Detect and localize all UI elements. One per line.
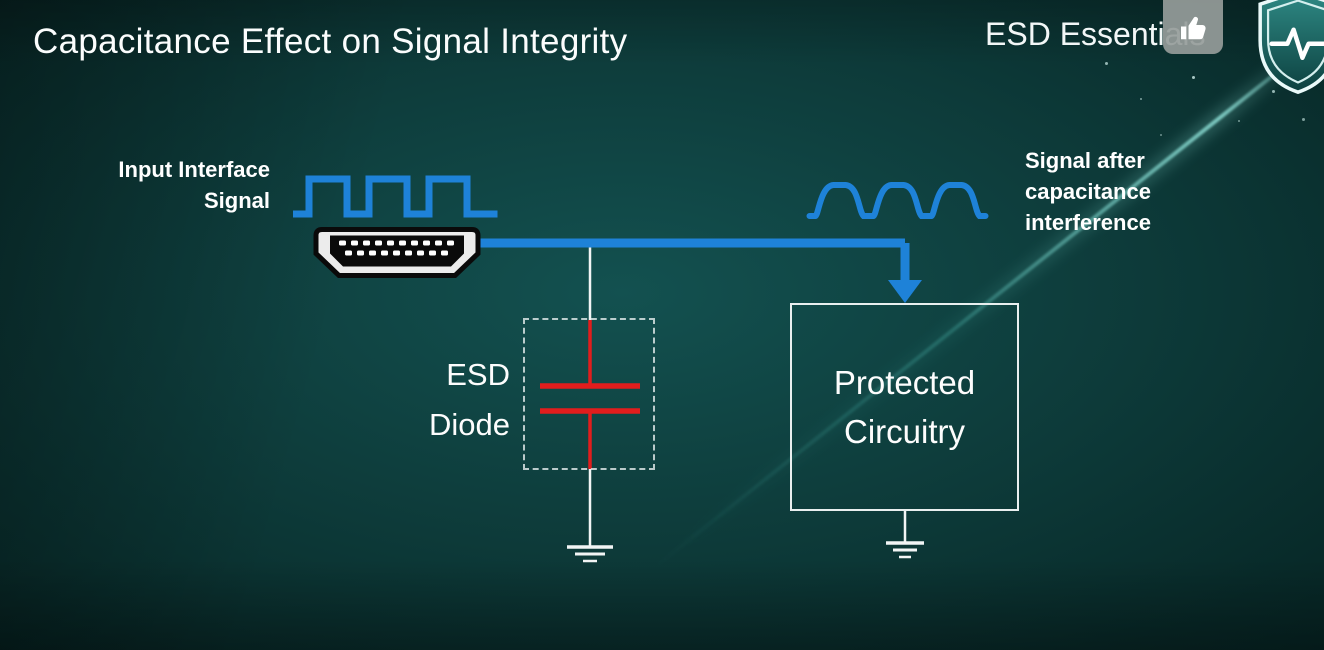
sparkle-dot [1192, 76, 1195, 79]
ground-symbol-left ground-symbol [567, 545, 613, 563]
protected-circuitry-box: Protected Circuitry [790, 303, 1019, 511]
sparkle-dot [1160, 134, 1162, 136]
capacitor-symbol [540, 320, 640, 469]
sparkle-dot [1272, 90, 1275, 93]
output-signal-label: Signal after capacitance interference [1025, 148, 1151, 235]
input-signal-label: Input Interface Signal [118, 157, 270, 213]
sparkle-dot [1302, 118, 1305, 121]
sparkle-dot [1105, 62, 1108, 65]
page-title: Capacitance Effect on Signal Integrity [33, 22, 628, 61]
output-waveform distorted-wave-icon [806, 182, 989, 219]
esd-diode-label: ESD Diode [429, 357, 510, 442]
input-waveform square-wave-icon [293, 175, 498, 218]
shield-heartbeat-icon [1258, 0, 1324, 95]
thumbs-up-icon [1163, 0, 1223, 54]
thumbs-up-glyph [1181, 16, 1206, 40]
sparkle-dot [1140, 98, 1142, 100]
hdmi-connector-icon [313, 227, 481, 278]
protected-circuitry-label: Protected Circuitry [833, 363, 976, 451]
sparkle-dot [1238, 120, 1240, 122]
esd-diode-dashed-box [523, 318, 655, 470]
ground-symbol-right ground-symbol [886, 541, 924, 559]
signal-arrow-head [888, 280, 922, 303]
